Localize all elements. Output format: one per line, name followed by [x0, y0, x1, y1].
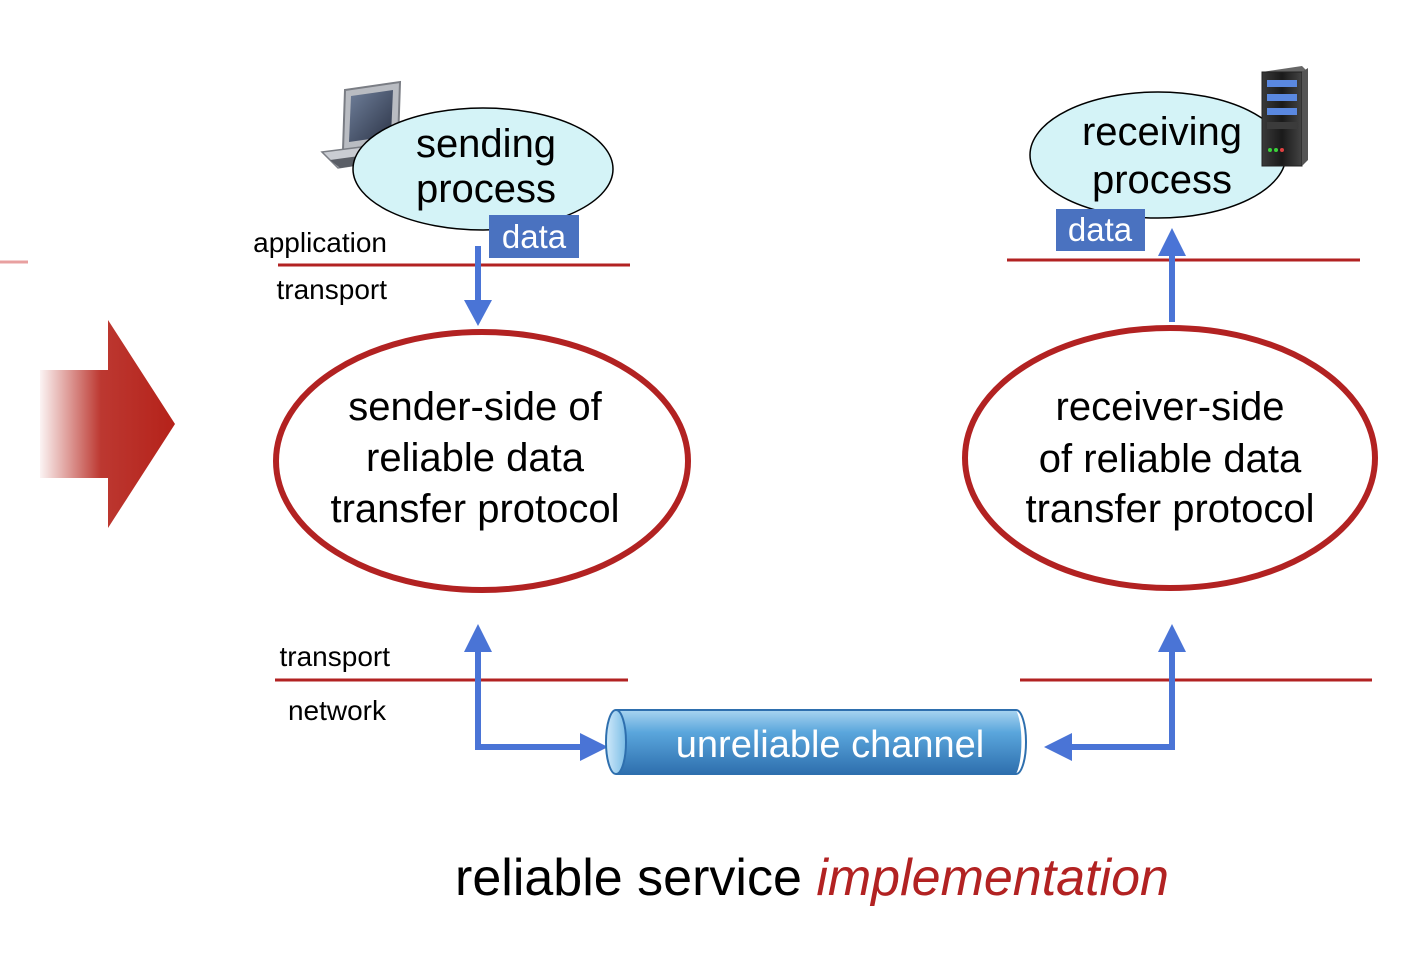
receiver-up-arrow	[1158, 228, 1186, 322]
sender-protocol-label-line1: sender-side of	[348, 385, 602, 429]
caption-main: reliable service	[455, 849, 816, 907]
sender-data-box	[489, 215, 579, 258]
sender-protocol-label-line3: transfer protocol	[330, 487, 619, 531]
receiver-protocol-ellipse	[962, 325, 1378, 591]
sending-process-label-line2: process	[416, 167, 556, 211]
caption-emphasis: implementation	[816, 849, 1169, 907]
sender-protocol-ellipse	[273, 329, 691, 593]
receiving-process-label-line2: process	[1092, 158, 1232, 202]
layer-label-transport-top: transport	[277, 274, 388, 305]
layer-label-network: network	[288, 695, 387, 726]
unreliable-channel-pipe	[605, 709, 1027, 775]
receiver-protocol-label-line3: transfer protocol	[1025, 487, 1314, 531]
receiver-protocol-label-line2: of reliable data	[1039, 437, 1302, 481]
sender-data-label: data	[502, 218, 567, 255]
caption: reliable service implementation	[455, 849, 1169, 907]
sending-process-ellipse	[352, 107, 614, 231]
receiver-data-box	[1056, 209, 1145, 251]
big-right-arrow-icon	[40, 320, 175, 528]
receiver-data-label: data	[1068, 211, 1133, 248]
receiver-protocol-label-line1: receiver-side	[1056, 385, 1285, 429]
receiver-channel-arrow	[1044, 624, 1186, 761]
sender-protocol-label-line2: reliable data	[366, 436, 585, 480]
layer-label-transport-bottom: transport	[280, 641, 391, 672]
unreliable-channel-label: unreliable channel	[676, 724, 984, 766]
sender-channel-arrow	[464, 624, 608, 761]
sender-down-arrow	[464, 246, 492, 326]
sending-process-label-line1: sending	[416, 122, 556, 166]
layer-label-application: application	[253, 227, 387, 258]
receiving-process-label-line1: receiving	[1082, 110, 1242, 154]
server-tower-icon	[1261, 66, 1308, 167]
